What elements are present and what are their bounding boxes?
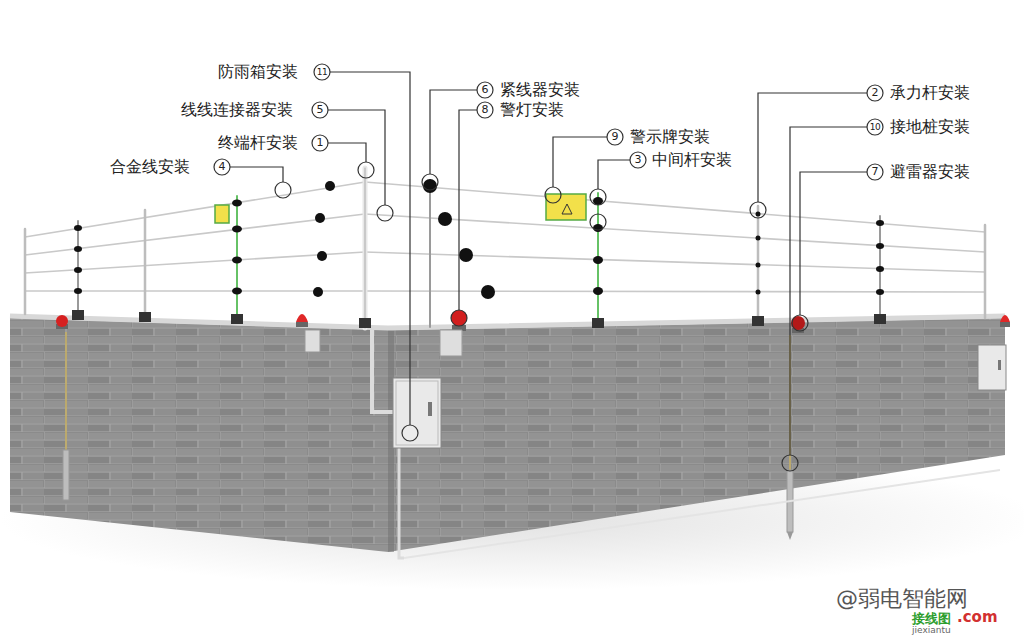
post-bases [72, 310, 886, 328]
wall-cap [10, 316, 1005, 328]
part-label: 警示牌安装 [630, 127, 710, 147]
callout-number: 7 [867, 164, 883, 180]
callout-number: 3 [630, 152, 646, 168]
callout-number: 6 [477, 82, 493, 98]
part-label: 紧线器安装 [500, 80, 580, 100]
watermark-domain: .com [957, 609, 998, 626]
callout-number: 9 [607, 129, 623, 145]
leader-lines [214, 64, 883, 471]
part-label: 承力杆安装 [890, 83, 970, 103]
insulators [74, 179, 884, 299]
part-label: 警灯安装 [500, 100, 564, 120]
watermark-logo: 接线图 [912, 611, 951, 626]
watermark-url: jiexiantu [912, 625, 951, 636]
part-label: 中间杆安装 [652, 150, 732, 170]
callout-number: 4 [214, 159, 230, 175]
part-label: 合金线安装 [110, 157, 190, 177]
callout-number: 2 [867, 85, 883, 101]
part-label: 终端杆安装 [218, 133, 298, 153]
watermark: @弱电智能网 [836, 586, 968, 612]
callout-number: 5 [312, 102, 328, 118]
callout-number: 1 [312, 135, 328, 151]
callout-number: 11 [314, 64, 330, 80]
wall-right [388, 318, 1005, 552]
wall-left [10, 318, 388, 552]
alloy-wires [25, 182, 985, 292]
callout-number: 10 [867, 119, 883, 135]
warning-lights [56, 310, 1010, 333]
grounding-stakes [63, 332, 793, 540]
part-label: 线线连接器安装 [181, 100, 293, 120]
part-label: 防雨箱安装 [218, 62, 298, 82]
posts [25, 168, 985, 328]
callout-number: 8 [477, 102, 493, 118]
part-label: 避雷器安装 [890, 162, 970, 182]
part-label: 接地桩安装 [890, 117, 970, 137]
warning-signs [215, 194, 586, 223]
